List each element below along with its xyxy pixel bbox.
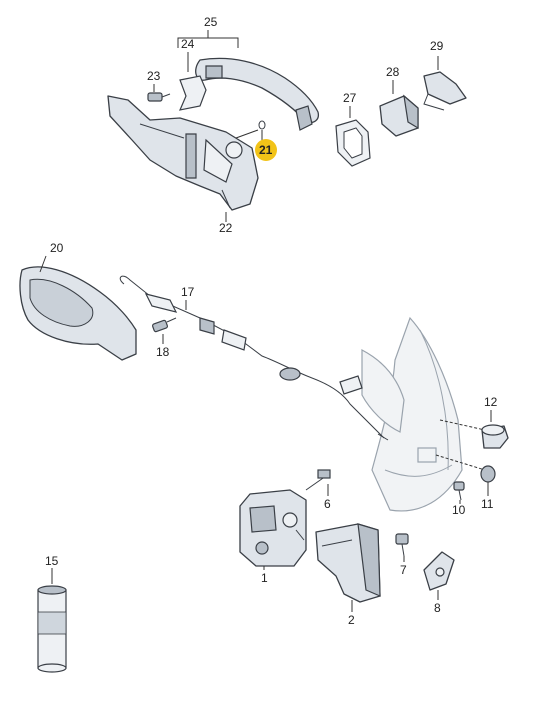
part-1-door-lock <box>239 489 307 570</box>
part-10-bolt <box>453 481 465 504</box>
callout-15: 15 <box>45 554 59 568</box>
callout-22: 22 <box>219 221 233 235</box>
callout-1: 1 <box>261 571 268 585</box>
callout-7: 7 <box>400 563 407 577</box>
callout-18: 18 <box>156 345 170 359</box>
callout-28: 28 <box>386 65 400 79</box>
callout-6: 6 <box>324 497 331 511</box>
part-8-striker <box>423 551 455 600</box>
highlight-badge-21 <box>255 139 277 161</box>
part-23-screw <box>147 84 171 102</box>
callout-2: 2 <box>348 613 355 627</box>
callout-11: 11 <box>481 497 494 511</box>
callout-20: 20 <box>50 241 64 255</box>
part-20-inner-handle <box>19 255 137 361</box>
part-2-cover <box>315 523 381 612</box>
callout-23: 23 <box>147 69 161 83</box>
part-11-cap <box>480 465 496 496</box>
part-24-gasket <box>178 52 207 111</box>
callout-27: 27 <box>343 91 357 105</box>
part-25-outer-handle <box>177 30 320 131</box>
callout-12: 12 <box>484 395 498 409</box>
part-28-cap <box>379 80 419 137</box>
callout-25: 25 <box>204 15 218 29</box>
callout-24: 24 <box>181 37 195 51</box>
callout-8: 8 <box>434 601 441 615</box>
part-12-bump-stop <box>481 410 509 449</box>
callout-17: 17 <box>181 285 195 299</box>
part-21-washer <box>235 120 277 161</box>
callout-29: 29 <box>430 39 444 53</box>
part-22-handle-bracket <box>107 95 259 222</box>
striker-opening <box>417 447 437 463</box>
part-6-lock-rod <box>305 469 331 496</box>
part-18-screw <box>152 317 177 344</box>
callout-10: 10 <box>452 503 466 517</box>
part-27-gasket <box>335 106 371 167</box>
callout-21: 21 <box>259 143 273 157</box>
part-29-end-cover <box>423 56 467 111</box>
part-7-screw <box>395 533 409 562</box>
door-body-panel <box>361 316 486 512</box>
part-17-cable <box>119 275 389 441</box>
part-15-lubricant-can <box>37 568 67 673</box>
